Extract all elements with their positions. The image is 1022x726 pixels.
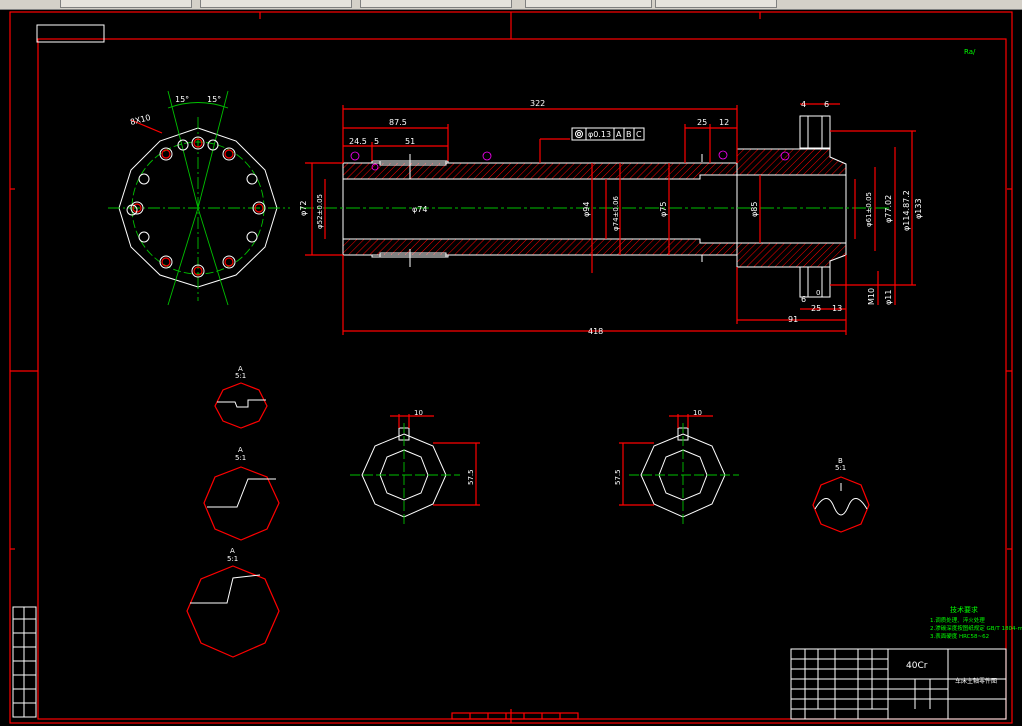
toolbar-tab-4[interactable] (525, 0, 652, 8)
tolerance-value: φ0.13 (588, 130, 611, 139)
dim-phi61: φ61±0.05 (865, 192, 873, 227)
holes-label: 8X10 (129, 113, 151, 127)
key-depth-1: 57.5 (467, 469, 475, 485)
dim-m10: M10 (867, 288, 876, 305)
dim-322: 322 (530, 99, 545, 108)
dim-phi11: φ11 (884, 290, 893, 305)
key-width-1: 10 (414, 409, 423, 417)
notes-line-2: 2.渗碳深度按图纸规定 GB/T 1804-m (930, 624, 1022, 632)
dim-87-5: 87.5 (389, 118, 407, 127)
dim-25: 25 (697, 118, 707, 127)
bottom-scale-bar (451, 712, 579, 720)
toolbar-tab-3[interactable] (360, 0, 512, 8)
dim-phi74b: φ74±0.06 (612, 195, 620, 231)
section-a3-scale: 5:1 (227, 555, 238, 563)
keyed-section-2 (619, 414, 739, 527)
dim-5: 5 (374, 137, 379, 146)
dim-6b: 6 (801, 295, 806, 304)
vertical-dimensions (305, 130, 916, 305)
dim-91: 91 (788, 315, 798, 324)
title-block (790, 648, 1007, 720)
roughness-symbol: Ra/ (964, 48, 976, 56)
datum-b: B (626, 130, 632, 139)
dim-13: 13 (832, 304, 842, 313)
dim-6: 6 (824, 100, 829, 109)
dim-phi94: φ94 (582, 202, 591, 217)
keyed-section-1 (350, 414, 480, 527)
drawing-name: 车床主轴零件图 (955, 677, 997, 685)
revision-strip (12, 606, 37, 718)
zone-ticks (10, 12, 1012, 723)
material-label: 40Cr (906, 661, 928, 671)
dim-24-5: 24.5 (349, 137, 367, 146)
notes-line-3: 3.表面硬度 HRC58~62 (930, 632, 989, 640)
inner-frame (37, 38, 1007, 720)
section-a-small (214, 382, 268, 429)
datum-a: A (616, 130, 622, 139)
dim-phi85: φ85 (750, 202, 759, 217)
dim-phi52: φ52±0.05 (316, 194, 324, 229)
shaft-main-view (300, 115, 890, 298)
drawing-canvas[interactable]: Ra/ 15° 15° 8X10 (0, 9, 1022, 726)
top-toolbar (0, 0, 1022, 10)
dim-phi72: φ72 (299, 201, 308, 216)
horizontal-dimensions (342, 103, 847, 335)
dim-418: 418 (588, 327, 603, 336)
section-b-scale: 5:1 (835, 464, 846, 472)
angle-label-2: 15° (207, 95, 221, 104)
dim-4: 4 (801, 100, 806, 109)
dim-25b: 25 (811, 304, 821, 313)
section-a1-letter: A (238, 365, 243, 373)
tolerance-frame (571, 127, 645, 141)
dim-phi74: φ74 (412, 205, 427, 214)
section-a3-letter: A (230, 547, 235, 555)
corner-label-box (36, 24, 105, 43)
technical-notes: 技术要求 1.调质处理、淬火处理 2.渗碳深度按图纸规定 GB/T 1804-m… (930, 605, 1022, 640)
dim-phi77: φ77.02 (884, 195, 893, 223)
section-a-medium (203, 466, 280, 541)
outer-frame (9, 11, 1013, 724)
toolbar-tab-2[interactable] (200, 0, 352, 8)
key-width-2: 10 (693, 409, 702, 417)
notes-title: 技术要求 (950, 605, 978, 614)
section-a-large (186, 565, 280, 658)
angle-label-1: 15° (175, 95, 189, 104)
toolbar-tab-1[interactable] (60, 0, 192, 8)
datum-c: C (636, 130, 642, 139)
dim-phi75: φ75 (659, 202, 668, 217)
toolbar-tab-5[interactable] (655, 0, 777, 8)
notes-line-1: 1.调质处理、淬火处理 (930, 616, 985, 624)
dim-phi114: φ114.87.2 (902, 190, 911, 231)
section-a2-letter: A (238, 446, 243, 454)
dim-12: 12 (719, 118, 729, 127)
section-a2-scale: 5:1 (235, 454, 246, 462)
section-b (812, 476, 870, 533)
dim-0: 0 (816, 289, 820, 297)
section-b-letter: B (838, 457, 843, 465)
dim-phi133: φ133 (914, 198, 923, 219)
key-depth-2: 57.5 (614, 469, 622, 485)
section-a1-scale: 5:1 (235, 372, 246, 380)
flange-end-view (108, 90, 290, 306)
dim-51: 51 (405, 137, 415, 146)
